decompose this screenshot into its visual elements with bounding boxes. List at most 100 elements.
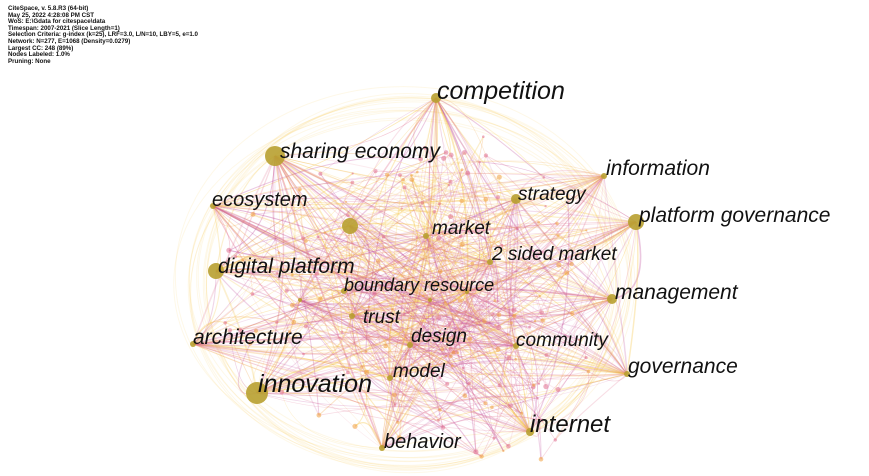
network-edge [215, 268, 288, 291]
keyword-node[interactable] [349, 313, 355, 319]
network-edge [343, 283, 544, 321]
network-edge [215, 268, 431, 301]
keyword-node[interactable] [628, 214, 644, 230]
minor-node [375, 258, 381, 264]
network-edge [349, 225, 628, 375]
minor-node [537, 382, 541, 385]
keyword-node[interactable] [511, 194, 521, 204]
keyword-node[interactable] [210, 203, 216, 209]
label-boundary-resource[interactable]: boundary resource [344, 275, 494, 295]
minor-node [565, 195, 570, 199]
label-strategy[interactable]: strategy [518, 184, 587, 205]
label-behavior[interactable]: behavior [384, 431, 462, 453]
network-edge [215, 270, 594, 300]
network-edge [343, 290, 446, 304]
network-edge [343, 228, 518, 292]
label-governance[interactable]: governance [628, 355, 738, 378]
minor-node [448, 179, 453, 184]
label-innovation[interactable]: innovation [258, 370, 372, 398]
network-edge [411, 175, 531, 433]
keyword-node[interactable] [298, 298, 302, 302]
network-edge [192, 97, 437, 345]
keyword-node[interactable] [428, 298, 432, 302]
label-2-sided-market[interactable]: 2 sided market [491, 244, 617, 265]
halo-arc [196, 97, 631, 459]
label-architecture[interactable]: architecture [193, 326, 303, 349]
network-edge [435, 97, 541, 297]
keyword-node[interactable] [526, 428, 534, 436]
label-digital-platform[interactable]: digital platform [218, 255, 355, 278]
network-edge [349, 315, 391, 379]
minor-node [389, 283, 392, 286]
keyword-node[interactable] [407, 342, 413, 348]
network-edge [228, 225, 351, 258]
network-edge [242, 221, 637, 261]
network-edge [475, 298, 613, 452]
minor-node [318, 171, 323, 176]
keyword-node[interactable] [601, 173, 607, 179]
network-edge [381, 431, 531, 449]
network-edge [297, 290, 345, 312]
network-edge [381, 384, 534, 449]
network-edge [351, 291, 613, 317]
label-internet[interactable]: internet [530, 411, 611, 438]
keyword-node[interactable] [379, 445, 385, 451]
minor-node [460, 168, 464, 172]
network-edge [228, 250, 383, 449]
network-edge [368, 306, 628, 375]
label-competition[interactable]: competition [437, 77, 565, 105]
keyword-node[interactable] [465, 290, 469, 294]
network-edge [539, 295, 628, 375]
network-edge [256, 221, 637, 394]
minor-node [253, 328, 259, 333]
network-edge [256, 299, 321, 394]
keyword-node[interactable] [423, 233, 429, 239]
keyword-node[interactable] [246, 382, 268, 404]
network-edge [424, 147, 628, 375]
network-edge [439, 171, 605, 205]
keyword-node[interactable] [387, 375, 393, 381]
network-edge [381, 198, 517, 449]
minor-node [303, 324, 308, 329]
network-edge [292, 303, 517, 347]
keyword-node[interactable] [513, 343, 519, 349]
label-ecosystem[interactable]: ecosystem [212, 189, 308, 211]
label-information[interactable]: information [606, 157, 710, 180]
network-edge [393, 298, 613, 396]
label-community[interactable]: community [516, 330, 609, 351]
network-edge [389, 97, 437, 379]
keyword-node[interactable] [487, 259, 493, 265]
network-edge [225, 221, 637, 324]
network-edge [425, 221, 637, 237]
keyword-node[interactable] [607, 294, 617, 304]
label-trust[interactable]: trust [363, 307, 401, 328]
network-edge [442, 175, 605, 350]
label-platform-governance[interactable]: platform governance [638, 204, 830, 227]
keyword-node[interactable] [624, 371, 630, 377]
label-market[interactable]: market [432, 218, 491, 239]
label-model[interactable]: model [393, 361, 446, 382]
keyword-node[interactable] [431, 93, 441, 103]
network-edge [299, 172, 468, 301]
keyword-node[interactable] [190, 341, 196, 347]
network-edge [496, 181, 517, 200]
minor-node [496, 312, 502, 318]
network-edge [252, 293, 517, 347]
network-edge [215, 225, 351, 272]
minor-node [506, 333, 510, 336]
network-edge [215, 266, 461, 302]
keyword-node[interactable] [341, 288, 347, 294]
network-edge [274, 155, 515, 317]
label-sharing-economy[interactable]: sharing economy [280, 140, 441, 163]
keyword-node[interactable] [208, 263, 224, 279]
network-edge [498, 198, 519, 386]
minor-node [506, 355, 512, 361]
minor-node [250, 292, 255, 296]
network-edge [299, 198, 517, 301]
network-edge [425, 235, 486, 404]
keyword-node[interactable] [265, 146, 285, 166]
label-design[interactable]: design [411, 326, 467, 347]
keyword-node[interactable] [342, 218, 358, 234]
label-management[interactable]: management [615, 281, 739, 304]
